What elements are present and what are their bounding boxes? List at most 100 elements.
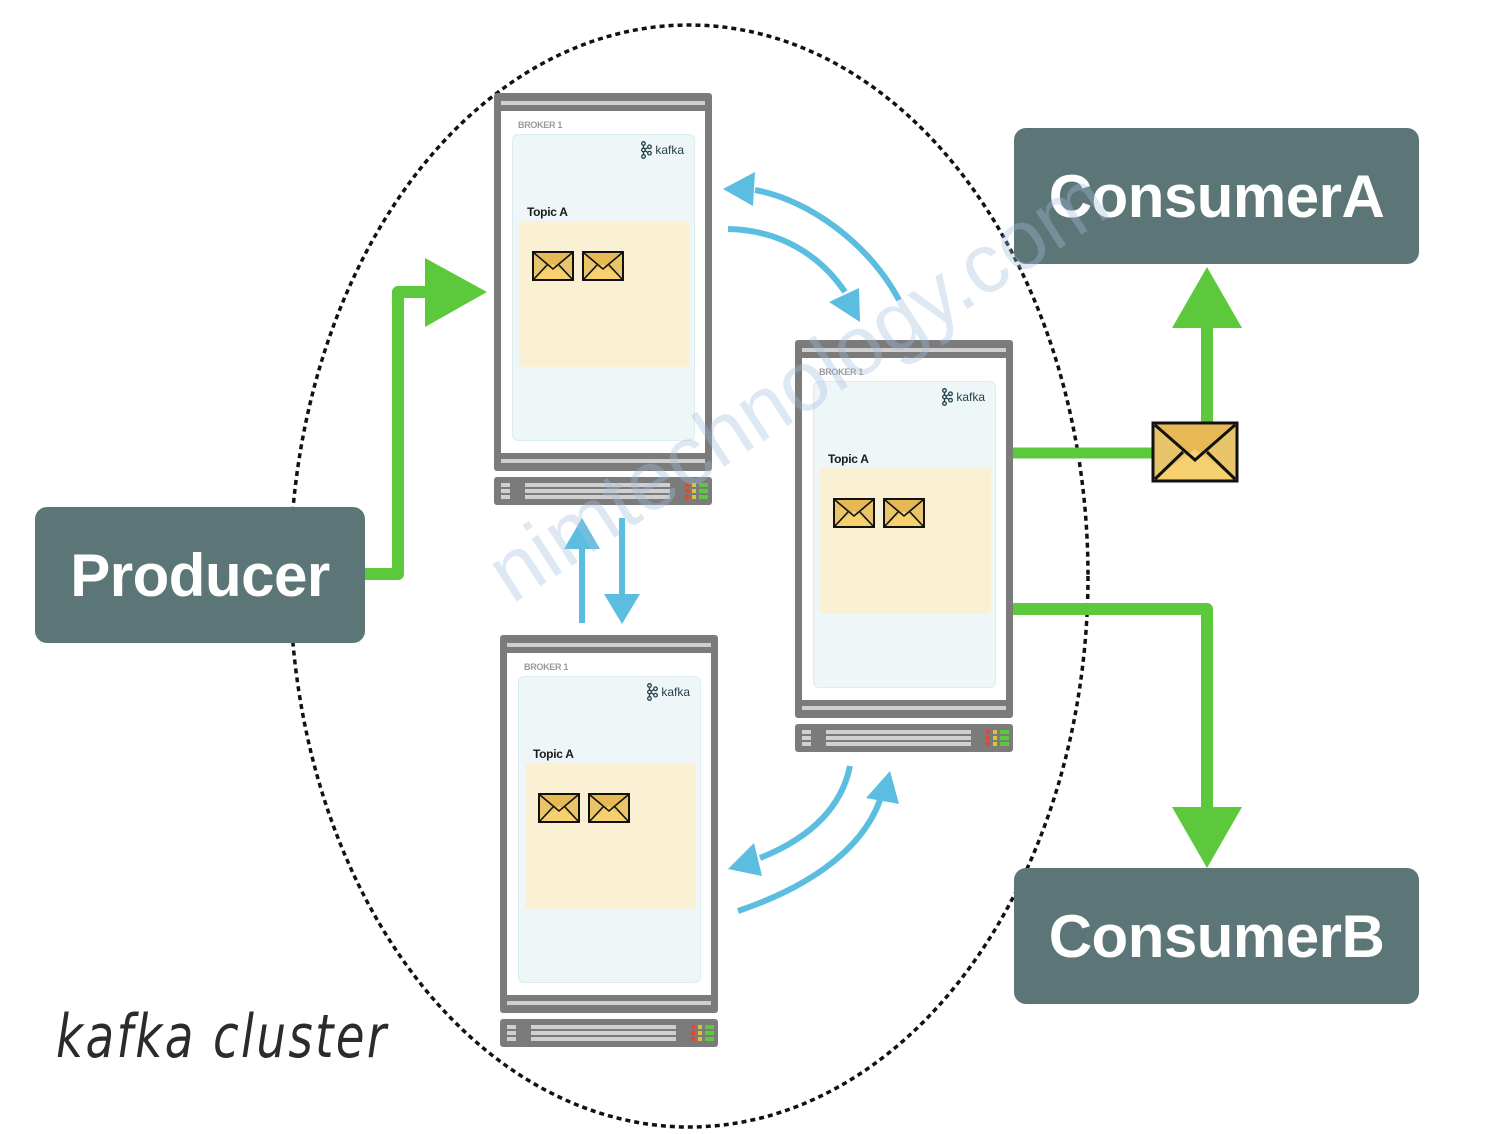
kafka-icon (942, 388, 954, 406)
server-bar (802, 706, 1006, 710)
server-vent (826, 730, 971, 734)
replication-arrow-top-to-right (727, 226, 848, 294)
kafka-logo-text: kafka (956, 390, 985, 404)
message-envelope-icon (833, 498, 875, 528)
message-envelope-icon (582, 251, 624, 281)
status-led-red (691, 1025, 695, 1029)
broker-name: BROKER 1 (524, 662, 569, 672)
broker-panel: kafka Topic A (512, 134, 695, 441)
status-led-green (705, 1025, 714, 1029)
status-led-yellow (993, 730, 997, 734)
status-led-green (699, 483, 708, 487)
topic-title: Topic A (533, 747, 574, 761)
server-slot (802, 730, 811, 734)
replication-arrow-bottom-to-right (737, 798, 883, 914)
consumer-a-label: ConsumerA (1048, 162, 1385, 230)
replication-arrow-right-to-bottom (758, 765, 853, 861)
consume-arrow-b (1013, 603, 1242, 868)
status-led-green (1000, 742, 1009, 746)
status-led-yellow (692, 483, 696, 487)
server-frame: BROKER 1 (795, 340, 1013, 718)
server-vent (531, 1031, 676, 1035)
broker-bottom: BROKER 1 (500, 635, 718, 1047)
kafka-icon (641, 141, 653, 159)
server-slot (501, 495, 510, 499)
server-vent (525, 489, 670, 493)
status-led-red (685, 489, 689, 493)
replication-arrowhead (723, 172, 755, 206)
status-led-yellow (692, 489, 696, 493)
server-vent (531, 1025, 676, 1029)
server-screen: BROKER 1 (507, 653, 711, 995)
topic-title: Topic A (527, 205, 568, 219)
kafka-logo: kafka (646, 683, 690, 701)
status-led-red (691, 1037, 695, 1041)
broker-name: BROKER 1 (518, 120, 563, 130)
server-bar (802, 348, 1006, 352)
kafka-icon (647, 683, 659, 701)
status-led-yellow (692, 495, 696, 499)
status-led-green (1000, 736, 1009, 740)
server-footer (795, 724, 1013, 752)
kafka-logo: kafka (640, 141, 684, 159)
server-slot (501, 489, 510, 493)
server-vent (525, 483, 670, 487)
message-envelope-icon (1151, 421, 1239, 483)
status-led-yellow (698, 1025, 702, 1029)
status-led-red (685, 483, 689, 487)
server-vent (826, 742, 971, 746)
server-frame: BROKER 1 (500, 635, 718, 1013)
consumer-b-node: ConsumerB (1014, 868, 1419, 1004)
broker-top: BROKER 1 (494, 93, 712, 505)
message-envelope-icon (532, 251, 574, 281)
server-frame: BROKER 1 (494, 93, 712, 471)
status-led-green (1000, 730, 1009, 734)
broker-right: BROKER 1 (795, 340, 1013, 752)
kafka-logo-text: kafka (661, 685, 690, 699)
server-footer (500, 1019, 718, 1047)
replication-arrowhead (564, 518, 600, 549)
message-envelope-icon (538, 793, 580, 823)
server-bar (501, 101, 705, 105)
server-vent (525, 495, 670, 499)
server-footer (494, 477, 712, 505)
server-slot (802, 736, 811, 740)
status-led-red (691, 1031, 695, 1035)
kafka-logo-text: kafka (655, 143, 684, 157)
message-envelope-icon (588, 793, 630, 823)
server-screen: BROKER 1 (802, 358, 1006, 700)
status-led-yellow (698, 1037, 702, 1041)
replication-arrowhead (728, 843, 762, 876)
producer-node: Producer (35, 507, 365, 643)
broker-panel: kafka Topic A (813, 381, 996, 688)
cluster-label: kafka cluster (56, 1002, 389, 1072)
server-slot (507, 1031, 516, 1035)
replication-arrowhead (866, 771, 899, 804)
server-slot (507, 1037, 516, 1041)
server-vent (531, 1037, 676, 1041)
status-led-yellow (993, 742, 997, 746)
producer-label: Producer (70, 541, 330, 609)
broker-name: BROKER 1 (819, 367, 864, 377)
status-led-red (986, 736, 990, 740)
server-slot (501, 483, 510, 487)
broker-panel: kafka Topic A (518, 676, 701, 983)
message-envelope-icon (883, 498, 925, 528)
server-vent (826, 736, 971, 740)
status-led-red (986, 730, 990, 734)
server-slot (802, 742, 811, 746)
consumer-b-label: ConsumerB (1048, 902, 1385, 970)
topic-partition (525, 763, 696, 909)
topic-partition (820, 468, 991, 614)
status-led-red (986, 742, 990, 746)
replication-arrowhead (829, 288, 860, 322)
status-led-green (699, 495, 708, 499)
cluster-boundary (288, 23, 1090, 1129)
status-led-yellow (698, 1031, 702, 1035)
status-led-green (699, 489, 708, 493)
consumer-a-node: ConsumerA (1014, 128, 1419, 264)
replication-arrowhead (604, 594, 640, 624)
server-bar (507, 1001, 711, 1005)
